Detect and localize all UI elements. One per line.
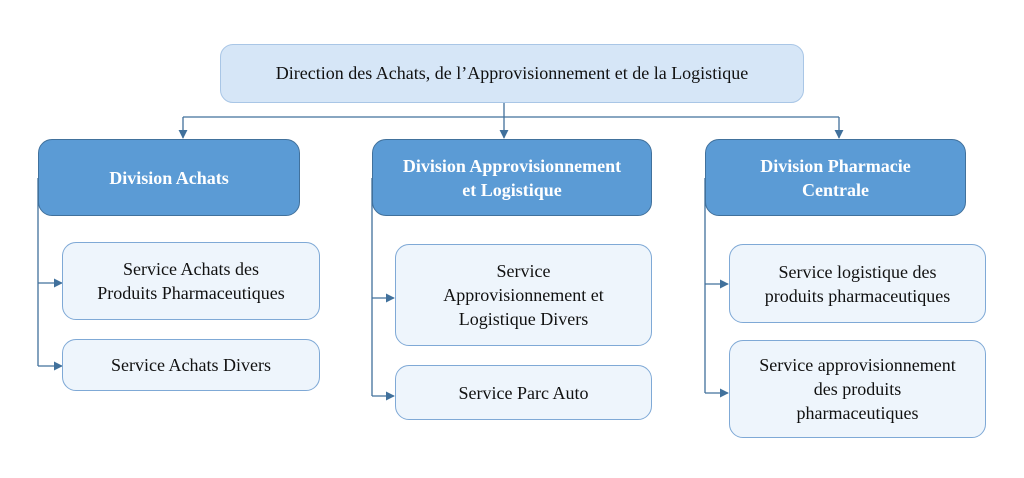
service-approvisionnement-pharma-box: Service approvisionnement des produits p…: [729, 340, 986, 438]
direction-box: Direction des Achats, de l’Approvisionne…: [220, 44, 804, 103]
service-achats-divers-box: Service Achats Divers: [62, 339, 320, 391]
service-logistique-pharma-box: Service logistique des produits pharmace…: [729, 244, 986, 323]
division-approvisionnement-box: Division Approvisionnement et Logistique: [372, 139, 652, 216]
division-pharmacie-box: Division Pharmacie Centrale: [705, 139, 966, 216]
service-achats-pharma-box: Service Achats des Produits Pharmaceutiq…: [62, 242, 320, 320]
service-approvisionnement-divers-box: Service Approvisionnement et Logistique …: [395, 244, 652, 346]
division-achats-box: Division Achats: [38, 139, 300, 216]
service-parc-auto-box: Service Parc Auto: [395, 365, 652, 420]
